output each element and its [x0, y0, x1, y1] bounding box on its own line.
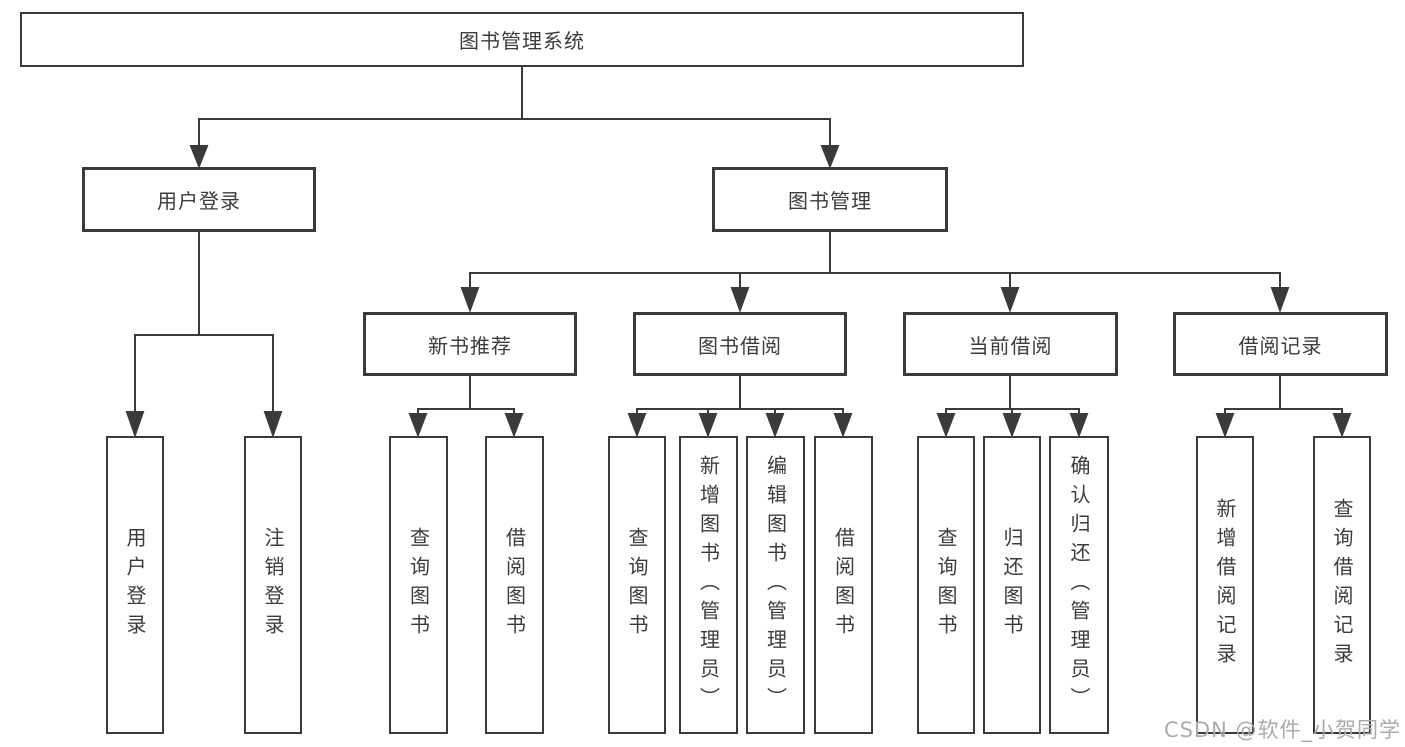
node-borrow-records: 借阅记录: [1173, 312, 1388, 376]
leaf-query-books-recommend: 查询图书: [389, 436, 448, 734]
node-user-login: 用户登录: [82, 167, 316, 232]
leaf-borrow-books-recommend: 借阅图书: [485, 436, 544, 734]
connector-user-login-children: [125, 232, 283, 439]
leaf-query-borrow-record: 查询借阅记录: [1313, 436, 1371, 734]
leaf-edit-books-admin: 编辑图书（管理员）: [746, 436, 805, 734]
connector-current-borrow-children: [936, 375, 1089, 438]
connector-book-borrow-children: [627, 375, 853, 438]
connector-borrow-records-children: [1215, 375, 1352, 438]
csdn-watermark: CSDN @软件_小贺同学: [1163, 718, 1401, 742]
leaf-add-borrow-record: 新增借阅记录: [1196, 436, 1254, 734]
leaf-borrow-books-borrow: 借阅图书: [814, 436, 873, 734]
leaf-user-login: 用户登录: [106, 436, 164, 734]
node-root-system: 图书管理系统: [20, 12, 1024, 67]
leaf-confirm-return-admin: 确认归还（管理员）: [1049, 436, 1109, 734]
connector-new-book-recommend-children: [408, 375, 524, 438]
node-new-book-recommend: 新书推荐: [363, 312, 577, 376]
leaf-query-books-borrow: 查询图书: [608, 436, 666, 734]
connector-root-to-level2: [189, 66, 840, 169]
leaf-add-books-admin: 新增图书（管理员）: [679, 436, 738, 734]
leaf-return-books: 归还图书: [983, 436, 1041, 734]
connector-book-management-children: [460, 232, 1290, 313]
leaf-logout-login: 注销登录: [244, 436, 302, 734]
node-book-borrow: 图书借阅: [633, 312, 847, 376]
node-current-borrow: 当前借阅: [903, 312, 1118, 376]
leaf-query-books-current: 查询图书: [917, 436, 975, 734]
node-book-management: 图书管理: [712, 167, 948, 232]
